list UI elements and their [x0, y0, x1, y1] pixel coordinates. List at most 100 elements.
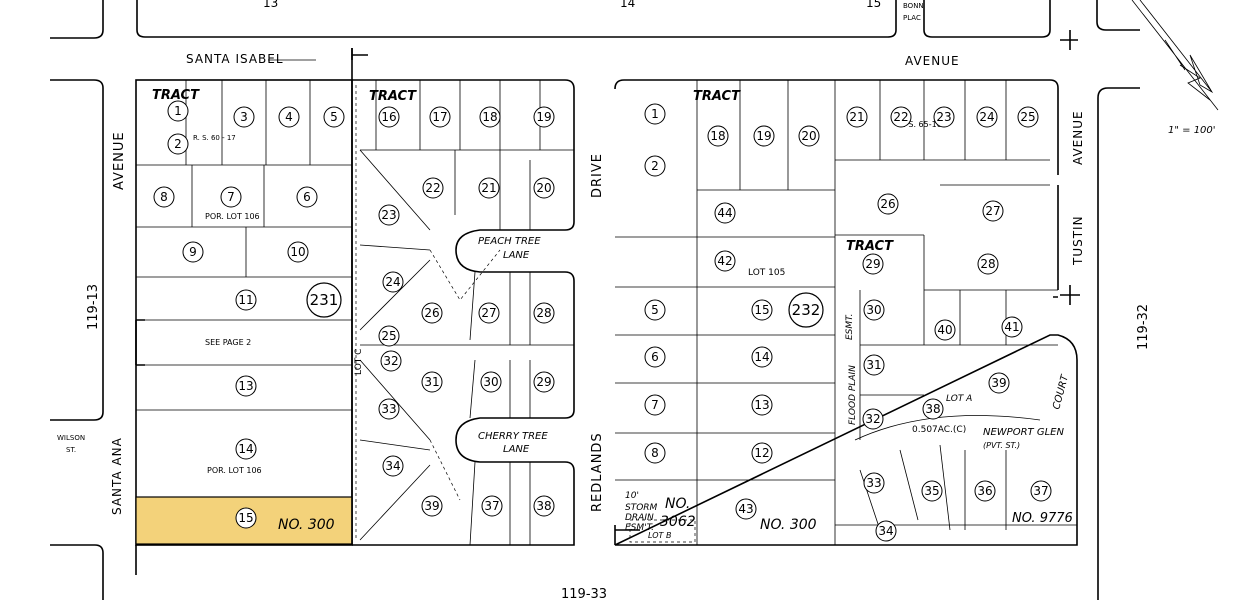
rs-left-label: R. S. 60 - 17 [193, 134, 236, 142]
lot-e32: 32 [862, 408, 884, 430]
svg-text:27: 27 [481, 306, 496, 320]
lot-9: 9 [182, 241, 204, 263]
lot-e35: 35 [921, 480, 943, 502]
svg-text:44: 44 [717, 206, 732, 220]
lot-e30: 30 [863, 299, 885, 321]
svg-text:3: 3 [240, 110, 248, 124]
svg-text:5: 5 [651, 303, 659, 317]
storm-label-1: 10' [625, 491, 639, 501]
svg-text:38: 38 [536, 499, 551, 513]
santa-isabel-label: SANTA ISABEL [186, 52, 284, 66]
lot-e24: 24 [976, 106, 998, 128]
lot-r7: 7 [644, 394, 666, 416]
lot-4: 4 [278, 106, 300, 128]
lot-11: 11 [235, 289, 257, 311]
lot-e23: 23 [933, 106, 955, 128]
lot-r15: 15 [751, 299, 773, 321]
svg-text:4: 4 [285, 110, 293, 124]
svg-text:28: 28 [536, 306, 551, 320]
cherry-lane-label: LANE [503, 444, 530, 455]
no-300-left: NO. 300 [278, 517, 335, 533]
lot-8: 8 [153, 186, 175, 208]
svg-text:34: 34 [385, 459, 400, 473]
page-ref-top-mid: 14 [620, 0, 635, 10]
lot-e25: 25 [1017, 106, 1039, 128]
svg-text:30: 30 [866, 303, 881, 317]
svg-text:31: 31 [424, 375, 439, 389]
tract-label-4: TRACT [846, 239, 894, 254]
svg-text:22: 22 [893, 110, 908, 124]
place-label: PLAC [903, 14, 921, 22]
svg-text:39: 39 [991, 376, 1006, 390]
lot-e21: 21 [846, 106, 868, 128]
lot-e40: 40 [934, 319, 956, 341]
svg-text:28: 28 [980, 257, 995, 271]
svg-text:232: 232 [792, 301, 821, 319]
north-arrow-icon [1131, 0, 1219, 111]
lot-e27: 27 [982, 200, 1004, 222]
tract-label-2: TRACT [369, 89, 417, 104]
svg-text:10: 10 [290, 245, 305, 259]
block-232 [614, 30, 1080, 546]
court-label: COURT [1051, 373, 1071, 411]
lot-r6: 6 [644, 346, 666, 368]
svg-text:24: 24 [979, 110, 994, 124]
lot-10: 10 [287, 241, 309, 263]
por-lot-106-b: POR. LOT 106 [207, 466, 262, 475]
svg-text:43: 43 [738, 502, 753, 516]
lot-a-label: LOT A [946, 394, 972, 404]
avenue-left-label: AVENUE [112, 131, 127, 190]
lot-c-label: LOT C [354, 349, 364, 375]
svg-text:34: 34 [878, 524, 893, 538]
lot-m18: 18 [479, 106, 501, 128]
no-3062-label: NO. [665, 496, 690, 512]
lot-r43: 43 [735, 498, 757, 520]
svg-text:37: 37 [484, 499, 499, 513]
newport-glen-label: NEWPORT GLEN [983, 427, 1064, 438]
lot-m27: 27 [478, 302, 500, 324]
page-ref-top-right: 15 [866, 0, 881, 10]
lot-e29: 29 [862, 253, 884, 275]
svg-text:7: 7 [651, 398, 659, 412]
lot-r5: 5 [644, 299, 666, 321]
storm-label-2: STORM [625, 503, 658, 513]
svg-text:5: 5 [330, 110, 338, 124]
block-number-232: 232 [788, 292, 824, 328]
block-outline-middle [352, 79, 575, 546]
santa-ana-label: SANTA ANA [110, 437, 124, 515]
page-ref-right: 119-32 [1136, 304, 1151, 350]
lot-r20: 20 [798, 125, 820, 147]
svg-text:41: 41 [1004, 320, 1019, 334]
peach-tree-label: PEACH TREE [478, 236, 541, 247]
svg-text:25: 25 [1020, 110, 1035, 124]
bonn-label: BONN [903, 2, 924, 10]
lot-5: 5 [323, 106, 345, 128]
lot-m17: 17 [429, 106, 451, 128]
svg-text:15: 15 [754, 303, 769, 317]
svg-text:11: 11 [238, 293, 253, 307]
svg-text:36: 36 [977, 484, 992, 498]
svg-text:24: 24 [385, 275, 400, 289]
lot-14: 14 [235, 438, 257, 460]
svg-text:21: 21 [481, 181, 496, 195]
svg-text:6: 6 [303, 190, 311, 204]
svg-text:33: 33 [381, 402, 396, 416]
lot-m31: 31 [421, 371, 443, 393]
svg-text:1: 1 [174, 104, 182, 118]
lot-r18: 18 [707, 125, 729, 147]
lot-r2: 2 [644, 155, 666, 177]
block-outline-far-right [1097, 87, 1140, 600]
lot-m29: 29 [533, 371, 555, 393]
lot-b-label: LOT B [648, 531, 671, 540]
lot-m16: 16 [378, 106, 400, 128]
svg-text:32: 32 [865, 412, 880, 426]
svg-text:35: 35 [924, 484, 939, 498]
peach-lane-label: LANE [503, 250, 530, 261]
svg-text:23: 23 [381, 208, 396, 222]
lot-m23: 23 [378, 204, 400, 226]
svg-text:37: 37 [1033, 484, 1048, 498]
svg-text:14: 14 [238, 442, 253, 456]
svg-text:13: 13 [238, 379, 253, 393]
lot-m20: 20 [533, 177, 555, 199]
